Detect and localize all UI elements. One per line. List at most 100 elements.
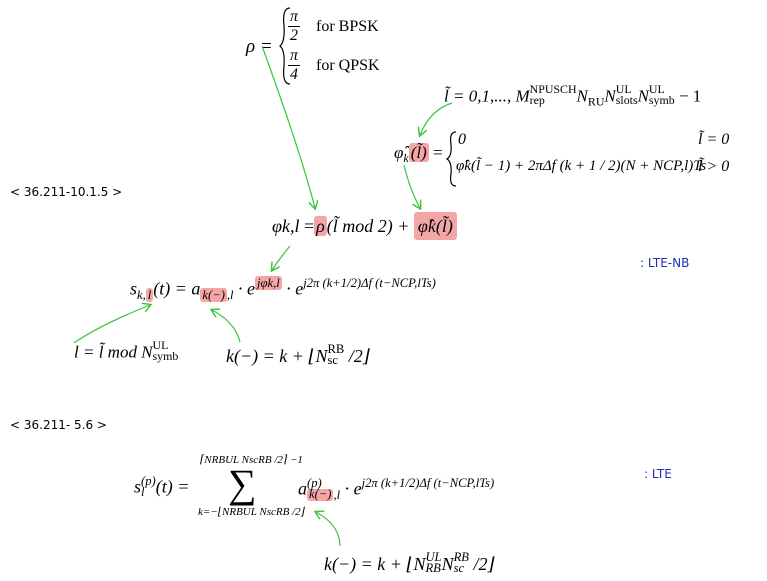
arrow-l-to-s	[73, 305, 150, 344]
n-symb-sub: symb	[648, 92, 675, 107]
tag-lte-nb: : LTE-NB	[640, 256, 690, 270]
exp1-highlight: jφk,l	[255, 276, 282, 290]
n-ru: N	[576, 86, 588, 106]
exp2: j2π (k+1/2)Δf (t−NCP,lTs)	[303, 276, 436, 290]
s-sub-l-highlight: l	[145, 287, 154, 302]
lte-s-lhs: s(p)l(t) =	[134, 474, 190, 500]
phihat-case2-value: φ̂k(l̃ − 1) + 2πΔf (k + 1 / 2)(N + NCP,l…	[456, 158, 707, 174]
lte-s-sub: l	[141, 485, 145, 500]
kminus-lte-n2-sup: RB	[453, 550, 469, 564]
qpsk-label: for QPSK	[316, 56, 380, 74]
arrow-phihat-to-phi	[403, 164, 420, 208]
bpsk-fraction: π 2	[288, 8, 301, 45]
kminus-lte-tail: /2⌋	[468, 553, 495, 574]
bpsk-label: for BPSK	[316, 17, 379, 35]
reference-nb: < 36.211-10.1.5 >	[10, 185, 123, 199]
m-rep: M	[515, 86, 530, 106]
lte-a-symbol: a	[298, 478, 307, 499]
phihat-case1-condition: l̃ = 0	[698, 131, 730, 148]
kminus-lte-n1-sup: UL	[425, 550, 442, 564]
m-sup: NPUSCH	[529, 82, 577, 96]
lte-a-scripts: (p)k(−)	[307, 475, 334, 502]
lte-a-sub-highlight: k(−)	[307, 487, 334, 502]
lte-a-sub-l: ,l	[333, 487, 341, 502]
a-sub-l: ,l	[226, 287, 234, 302]
sum-lower-limit: k=−⌊NRBUL NscRB /2⌋	[198, 506, 305, 518]
ltilde-lhs: l̃ = 0,1,...,	[444, 86, 516, 106]
kminus-lte-n2: N	[441, 553, 454, 574]
m-sub: rep	[529, 92, 545, 107]
kminus-nb-sup: RB	[327, 342, 345, 356]
lte-s-scripts: (p)l	[141, 474, 156, 500]
kminus-lte-lhs: k(−) = k + ⌊	[324, 553, 414, 574]
lte-a-sup: (p)	[307, 475, 322, 490]
tag-lte: : LTE	[644, 467, 672, 481]
kminus-nb-sub: sc	[327, 353, 338, 368]
phi-kl-eq: =	[299, 216, 315, 236]
n-ru-sub: RU	[587, 94, 605, 109]
sum-symbol: ∑	[228, 461, 257, 506]
n-slots-sup: UL	[615, 82, 632, 96]
n-slots-sub: slots	[615, 92, 638, 107]
arrow-kminus-to-a-nb	[212, 310, 241, 343]
kminus-nb-lhs: k(−) = k + ⌊	[226, 345, 316, 366]
qpsk-fraction: π 4	[288, 47, 301, 84]
n-slots: N	[604, 86, 616, 106]
qpsk-den: 4	[290, 66, 298, 83]
l-def-sub: symb	[152, 348, 179, 363]
n-symb-sup: UL	[648, 82, 665, 96]
phihat-brace	[446, 131, 457, 187]
rho-case-bpsk: π 2 for BPSK	[288, 8, 379, 45]
phihat-sub: k	[403, 151, 409, 166]
phihat-case2-condition: l̃ > 0	[698, 158, 730, 175]
phi-kl-lhs: φk,l	[272, 216, 300, 236]
s-sub: k,	[137, 287, 146, 302]
kminus-lte-n1-sub: RB	[425, 561, 441, 576]
phihat-arg-highlight: (l̃)	[408, 143, 429, 162]
bpsk-num: π	[288, 8, 301, 27]
s-symbol: s	[130, 278, 138, 299]
lte-s-arg: (t) =	[155, 476, 190, 497]
n-symb: N	[637, 86, 649, 106]
kminus-nb-n: N	[315, 345, 328, 366]
phihat-highlight: φ̂k(l̃)	[413, 212, 457, 240]
sum-upper-limit: ⌈NRBUL NscRB /2⌉ −1	[200, 454, 303, 466]
lte-exp-base: · e	[340, 478, 362, 499]
reference-lte: < 36.211- 5.6 >	[10, 418, 107, 432]
kminus-nb-tail: /2⌋	[344, 345, 370, 366]
lte-exp: j2π (k+1/2)Δf (t−NCP,lTs)	[361, 476, 495, 490]
phihat-case1-value: 0	[458, 131, 466, 148]
a-symbol: a	[191, 278, 201, 299]
rho-case-qpsk: π 4 for QPSK	[288, 47, 380, 84]
arrow-phi-to-exp	[272, 245, 291, 270]
a-sub-highlight: k(−)	[200, 287, 227, 302]
phihat-lhs: φ̂k(l̃) =	[394, 143, 443, 166]
lte-s-sup: (p)	[141, 474, 156, 488]
rho-lhs: ρ =	[246, 36, 273, 57]
s-arg: (t) =	[153, 278, 187, 299]
ltilde-tail: − 1	[674, 86, 702, 106]
exp1-base: · e	[233, 278, 256, 299]
l-def-sup: UL	[152, 338, 169, 352]
lte-a-term: a(p)k(−),l · ej2π (k+1/2)Δf (t−NCP,lTs)	[298, 476, 494, 503]
bpsk-den: 2	[290, 27, 298, 44]
arrow-kminus-to-a-lte	[316, 512, 341, 547]
kminus-lte-n2-sub: sc	[453, 561, 465, 576]
phihat-symbol: φ̂	[394, 143, 404, 162]
rho-highlight: ρ	[314, 216, 327, 236]
phi-kl-arg: (l̃ mod 2) +	[326, 216, 410, 236]
l-def-text: l = l̃ mod N	[74, 342, 153, 362]
lte-s-symbol: s	[134, 476, 142, 497]
kminus-lte-n1: N	[413, 553, 426, 574]
